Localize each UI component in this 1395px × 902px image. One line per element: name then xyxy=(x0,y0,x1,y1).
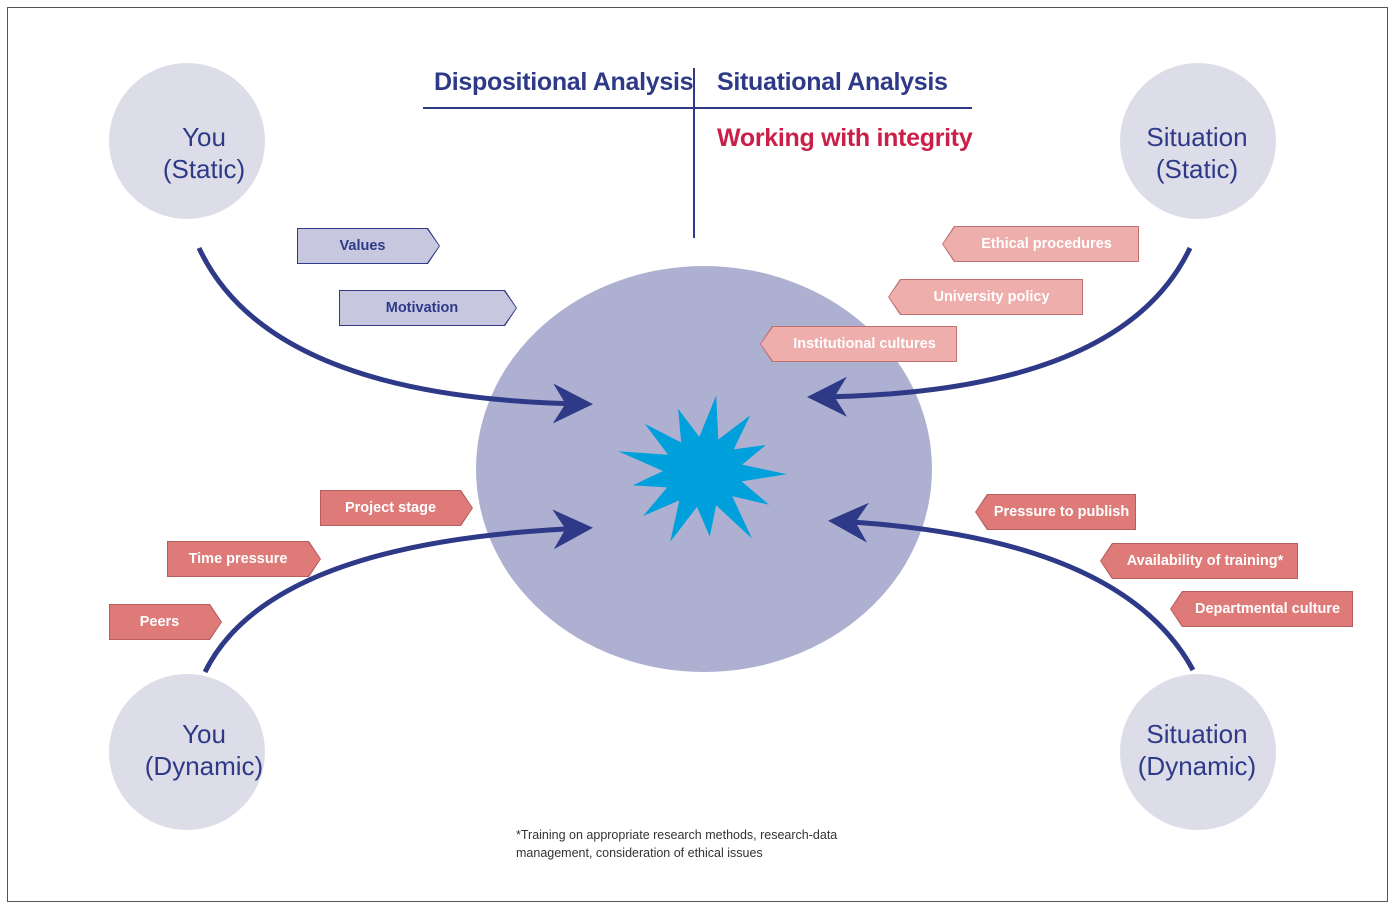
node-circle-situation-dynamic xyxy=(1120,674,1276,830)
node-label-line: You xyxy=(182,122,226,152)
heading-situational-analysis: Situational Analysis xyxy=(717,68,948,96)
tag-values: Values xyxy=(297,228,440,264)
tag-project-stage-label: Project stage xyxy=(321,491,472,525)
node-label-situation-dynamic: Situation (Dynamic) xyxy=(1102,718,1292,782)
node-label-you-static: You (Static) xyxy=(109,121,299,185)
heading-dispositional-analysis: Dispositional Analysis xyxy=(434,68,694,96)
tag-departmental-culture-label: Departmental culture xyxy=(1171,592,1352,626)
node-label-line: You xyxy=(182,719,226,749)
tag-pressure-to-publish-label: Pressure to publish xyxy=(976,495,1135,529)
arrow-situation-dynamic xyxy=(828,502,1196,672)
tag-motivation-label: Motivation xyxy=(340,291,516,325)
starburst-icon xyxy=(618,395,787,542)
arrow-situation-static xyxy=(807,246,1193,417)
node-label-line: (Dynamic) xyxy=(144,751,264,781)
tag-peers-label: Peers xyxy=(110,605,221,639)
node-label-line: (Dynamic) xyxy=(1137,751,1257,781)
node-label-you-dynamic: You (Dynamic) xyxy=(109,718,299,782)
heading-working-with-integrity: Working with integrity xyxy=(717,124,973,152)
tag-ethical-procedures-label: Ethical procedures xyxy=(943,227,1138,261)
node-circle-situation-static xyxy=(1120,63,1276,219)
node-label-line: Situation xyxy=(1146,719,1248,749)
tag-departmental-culture: Departmental culture xyxy=(1170,591,1353,627)
tag-pressure-to-publish: Pressure to publish xyxy=(975,494,1136,530)
tag-ethical-procedures: Ethical procedures xyxy=(942,226,1139,262)
tag-university-policy: University policy xyxy=(888,279,1083,315)
tag-values-label: Values xyxy=(298,229,439,263)
tag-institutional-cultures: Institutional cultures xyxy=(760,326,957,362)
tag-motivation: Motivation xyxy=(339,290,517,326)
tag-time-pressure: Time pressure xyxy=(167,541,321,577)
node-label-line: (Static) xyxy=(1155,154,1239,184)
footnote: *Training on appropriate research method… xyxy=(516,828,838,860)
node-label-line: Situation xyxy=(1146,122,1248,152)
tag-availability-of-training: Availability of training* xyxy=(1100,543,1298,579)
tag-university-policy-label: University policy xyxy=(889,280,1082,314)
tag-availability-of-training-label: Availability of training* xyxy=(1101,544,1297,578)
tag-peers: Peers xyxy=(109,604,222,640)
node-circle-you-static xyxy=(109,63,265,219)
tag-project-stage: Project stage xyxy=(320,490,473,526)
node-label-line: (Static) xyxy=(162,154,246,184)
node-circle-you-dynamic xyxy=(109,674,265,830)
node-label-situation-static: Situation (Static) xyxy=(1102,121,1292,185)
tag-time-pressure-label: Time pressure xyxy=(168,542,320,576)
tag-institutional-cultures-label: Institutional cultures xyxy=(761,327,956,361)
arrow-you-dynamic xyxy=(202,509,593,674)
arrow-you-static xyxy=(196,246,593,424)
